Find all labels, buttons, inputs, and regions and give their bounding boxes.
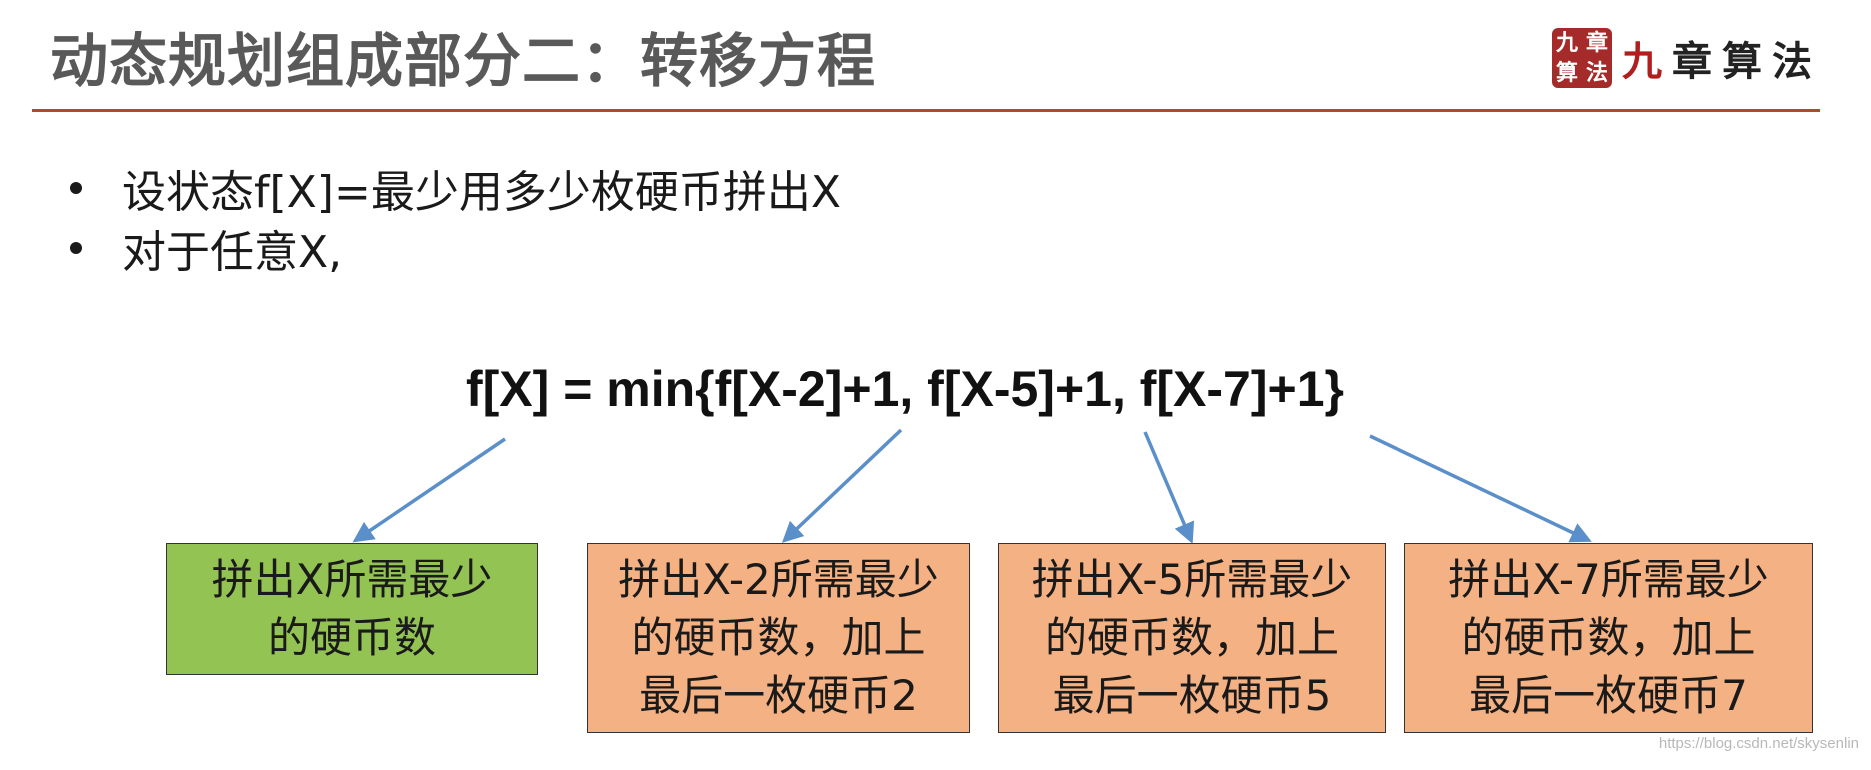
box-text: 拼出X-2所需最少 的硬币数，加上 最后一枚硬币2 bbox=[618, 555, 939, 720]
box-text: 拼出X-5所需最少 的硬币数，加上 最后一枚硬币5 bbox=[1031, 555, 1353, 720]
arrow-to-box-1 bbox=[352, 437, 506, 543]
bullet-item: 对于任意X, bbox=[70, 218, 841, 278]
slide-title: 动态规划组成部分二：转移方程 bbox=[50, 27, 877, 95]
box-text: 拼出X-7所需最少 的硬币数，加上 最后一枚硬币7 bbox=[1448, 555, 1769, 720]
title-divider bbox=[32, 109, 1820, 112]
bullet-text: 设状态f[X]=最少用多少枚硬币拼出X bbox=[122, 167, 841, 218]
transition-formula: f[X] = min{f[X-2]+1, f[X-5]+1, f[X-7]+1} bbox=[466, 361, 1344, 417]
logo-seal-char: 九 bbox=[1555, 30, 1578, 56]
arrow-to-box-4 bbox=[1369, 434, 1592, 543]
box-min-coins-x-7: 拼出X-7所需最少 的硬币数，加上 最后一枚硬币7 bbox=[1404, 543, 1813, 733]
box-min-coins-x: 拼出X所需最少 的硬币数 bbox=[166, 543, 538, 675]
box-text: 拼出X所需最少 的硬币数 bbox=[211, 555, 493, 662]
bullet-text: 对于任意X, bbox=[122, 227, 343, 278]
bullet-item: 设状态f[X]=最少用多少枚硬币拼出X bbox=[70, 158, 841, 218]
logo-text-first: 九 bbox=[1622, 38, 1672, 85]
logo-text-rest: 章算法 bbox=[1672, 38, 1822, 85]
logo-text: 九章算法 bbox=[1622, 29, 1822, 87]
bullet-list: 设状态f[X]=最少用多少枚硬币拼出X 对于任意X, bbox=[70, 158, 841, 278]
box-min-coins-x-2: 拼出X-2所需最少 的硬币数，加上 最后一枚硬币2 bbox=[587, 543, 970, 733]
logo-seal-char: 法 bbox=[1585, 60, 1608, 86]
arrow-to-box-3 bbox=[1143, 431, 1195, 544]
bullet-dot-icon bbox=[70, 242, 82, 254]
logo-seal: 九 章 算 法 bbox=[1552, 28, 1612, 88]
box-min-coins-x-5: 拼出X-5所需最少 的硬币数，加上 最后一枚硬币5 bbox=[998, 543, 1386, 733]
arrow-to-box-2 bbox=[781, 428, 903, 543]
logo-seal-char: 章 bbox=[1585, 30, 1608, 56]
logo: 九 章 算 法 九章算法 bbox=[1552, 26, 1822, 90]
logo-seal-char: 算 bbox=[1555, 60, 1578, 86]
watermark: https://blog.csdn.net/skysenlin bbox=[1658, 735, 1859, 752]
bullet-dot-icon bbox=[70, 182, 82, 194]
